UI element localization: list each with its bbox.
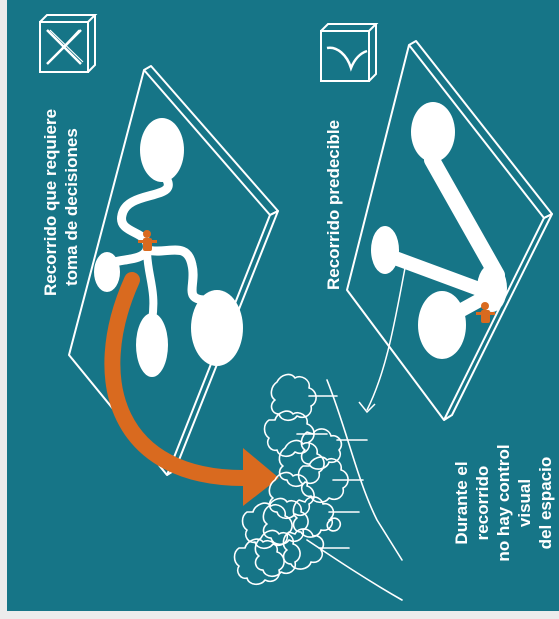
note-text: Durante el recorrido no hay control visu…: [451, 428, 556, 578]
right-panel-title: Recorrido predecible: [323, 120, 344, 290]
note-line1: Durante el: [451, 428, 472, 578]
x-icon: [40, 15, 95, 72]
note-line3: no hay control: [493, 428, 514, 578]
left-room-top: [140, 118, 184, 182]
right-room-bottom: [418, 291, 466, 359]
connector-line: [367, 268, 405, 410]
left-title-line1: Recorrido que requiere: [40, 109, 61, 296]
diagram-canvas: Recorrido que requiere toma de decisione…: [7, 0, 559, 611]
left-panel-title: Recorrido que requiere toma de decisione…: [40, 109, 82, 296]
left-title-line2: toma de decisiones: [61, 109, 82, 296]
note-line5: del espacio: [535, 428, 556, 578]
note-line4: visual: [514, 428, 535, 578]
note-line2: recorrido: [472, 428, 493, 578]
check-icon: [321, 24, 376, 81]
